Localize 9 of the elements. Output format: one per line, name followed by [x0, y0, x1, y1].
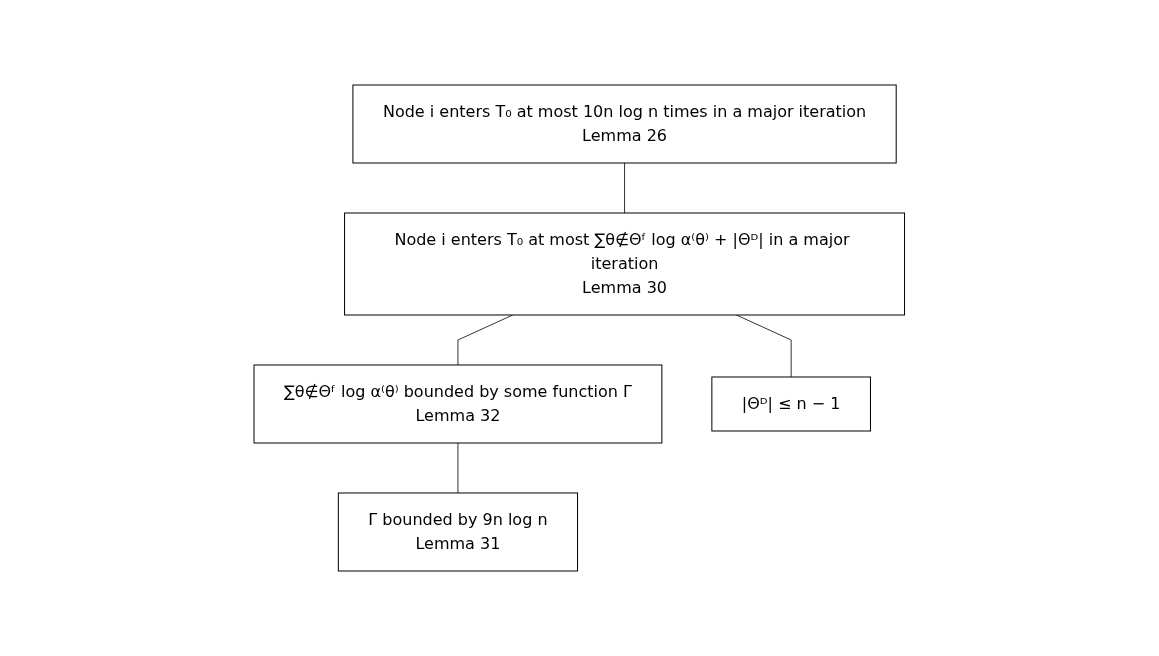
connector: [736, 314, 792, 378]
connector: [624, 162, 626, 214]
node-box: Node i enters T₀ at most 10n log n times in a major iteration Lemma 26: [352, 84, 897, 164]
node-box: ∑θ∉Θᶠ log α⁽θ⁾ bounded by some function Γ Lemma 32: [253, 364, 663, 444]
node-box: Γ bounded by 9n log n Lemma 31: [338, 492, 579, 572]
connector: [457, 314, 514, 366]
node-box: |Θᴰ| ≤ n − 1: [711, 376, 872, 432]
connector: [457, 442, 459, 494]
node-box: Node i enters T₀ at most ∑θ∉Θᶠ log α⁽θ⁾ + |Θᴰ| in a major iteration Lemma 30: [344, 212, 906, 316]
